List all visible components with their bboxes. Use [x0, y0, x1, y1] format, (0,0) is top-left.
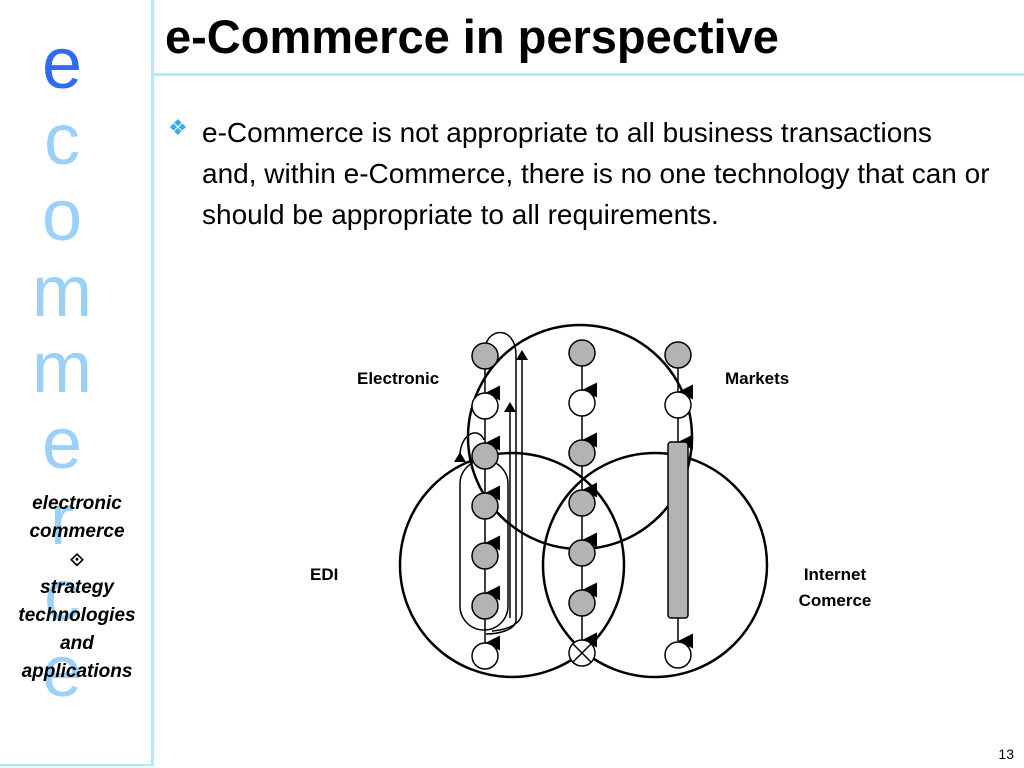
- process-node-grey: [471, 342, 499, 370]
- sidebar-letter: c: [44, 556, 80, 636]
- process-node-grey: [568, 339, 596, 367]
- sidebar-letter: m: [32, 252, 92, 332]
- label-comerce: Comerce: [799, 591, 872, 610]
- sidebar-letter: e: [41, 24, 83, 104]
- process-node-grey: [568, 439, 596, 467]
- sidebar-letter: e: [41, 404, 83, 484]
- diamond-separator-icon: ⟐: [69, 550, 85, 570]
- process-node-grey: [471, 592, 499, 620]
- process-node-grey: [471, 542, 499, 570]
- caption-line: electronic: [32, 493, 122, 514]
- caption-line: commerce: [29, 521, 125, 542]
- edi-circle: [398, 451, 626, 679]
- process-node-grey: [568, 539, 596, 567]
- label-edi: EDI: [310, 565, 338, 584]
- bullet-point: ❖ e-Commerce is not appropriate to all b…: [168, 112, 1008, 235]
- sidebar-letter: r: [50, 480, 74, 560]
- process-node-grey: [568, 589, 596, 617]
- process-node-grey: [471, 492, 499, 520]
- bullet-text: e-Commerce is not appropriate to all bus…: [202, 117, 990, 230]
- caption-line: and: [60, 633, 94, 654]
- label-internet: Internet: [804, 565, 867, 584]
- ecommerce-vertical-word: e c o m m e r c e: [0, 0, 154, 768]
- process-node-crossed: [568, 639, 596, 667]
- title-divider: [154, 73, 1024, 76]
- process-node-grey: [568, 489, 596, 517]
- sidebar-letter: o: [41, 176, 83, 256]
- feedback-loop-right: [491, 355, 523, 632]
- feedback-loop-outer: [483, 331, 517, 635]
- page-number: 13: [998, 746, 1014, 762]
- label-electronic: Electronic: [357, 369, 439, 388]
- process-node-white: [568, 389, 596, 417]
- diamond-bullet-icon: ❖: [168, 115, 188, 140]
- slide-title: e-Commerce in perspective: [165, 10, 779, 63]
- sidebar-letter: c: [44, 100, 80, 180]
- loop-arrowhead: [504, 402, 516, 412]
- process-node-grey: [471, 442, 499, 470]
- loop-arrowhead: [516, 350, 528, 360]
- process-node-white: [471, 642, 499, 670]
- caption-line: strategy: [40, 577, 114, 598]
- process-node-white: [664, 641, 692, 669]
- process-node-white: [664, 391, 692, 419]
- sidebar-panel: e c o m m e r c e electronic commerce ⟐ …: [0, 0, 154, 766]
- label-markets: Markets: [725, 369, 789, 388]
- sidebar-letter: m: [32, 328, 92, 408]
- sidebar-letter: e: [41, 632, 83, 712]
- loop-arrowhead: [454, 452, 466, 462]
- process-node-white: [471, 392, 499, 420]
- caption-line: applications: [21, 661, 133, 682]
- process-node-grey: [664, 341, 692, 369]
- caption-line: technologies: [18, 605, 136, 626]
- sidebar-caption: electronic commerce ⟐ strategy technolog…: [0, 490, 154, 686]
- internet-process-bar: [667, 441, 689, 619]
- internet-commerce-circle: [541, 451, 769, 679]
